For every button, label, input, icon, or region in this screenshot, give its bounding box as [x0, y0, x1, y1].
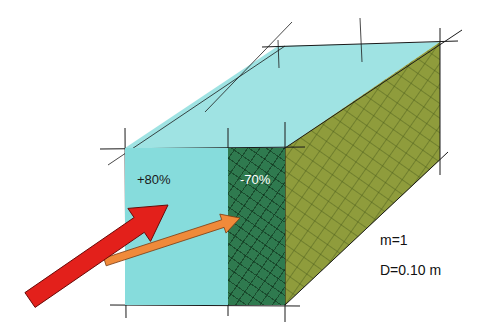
parameter-label: D=0.10 m — [380, 262, 441, 278]
incident-arrow — [25, 205, 168, 307]
percent-label: +80% — [137, 172, 222, 187]
construction-lines — [100, 18, 462, 322]
percent-label: -70% — [240, 172, 279, 187]
parameter-label: m=1 — [380, 232, 408, 248]
dark-band: -70% — [228, 148, 285, 305]
